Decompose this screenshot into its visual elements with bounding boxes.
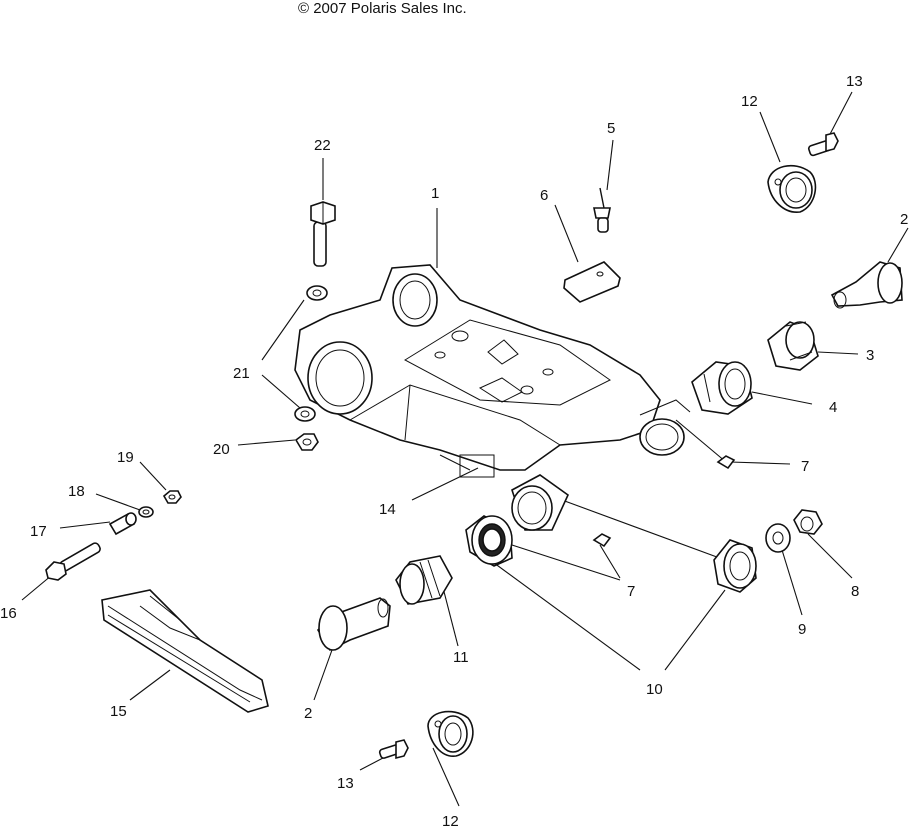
callout-14: 14 (379, 501, 396, 518)
part-13-bolt-bottom (378, 739, 409, 760)
callout-5: 5 (607, 120, 615, 137)
callout-12-bottom: 12 (442, 813, 459, 827)
part-14-pivot-tube (511, 474, 570, 531)
part-3-bushing (767, 321, 819, 371)
leader-lines (21, 91, 909, 807)
callout-7-top: 7 (801, 458, 809, 475)
callout-20: 20 (213, 441, 230, 458)
part-12-flange-bottom (427, 710, 474, 757)
part-17-spacer (108, 512, 137, 536)
callout-9: 9 (798, 621, 806, 638)
callout-13-bottom: 13 (337, 775, 354, 792)
part-2-shaft-top (830, 261, 903, 309)
part-2-shaft-bottom (316, 597, 391, 652)
callout-15: 15 (110, 703, 127, 720)
callout-11: 11 (453, 649, 469, 666)
callout-13-top: 13 (846, 73, 863, 90)
part-7-clip-bottom (592, 533, 612, 548)
part-20-nut (294, 433, 319, 451)
callout-17: 17 (30, 523, 47, 540)
part-18-washer (138, 506, 154, 518)
callout-4: 4 (829, 399, 837, 416)
part-15-skid (101, 589, 269, 713)
callout-6: 6 (540, 187, 548, 204)
callout-7-bottom: 7 (627, 583, 635, 600)
callout-18: 18 (68, 483, 85, 500)
callout-21: 21 (233, 365, 250, 382)
callout-1: 1 (431, 185, 439, 202)
part-7-clip-top (716, 455, 736, 470)
part-6-plate (563, 261, 621, 303)
part-10-bearing-left (465, 515, 513, 567)
callout-19: 19 (117, 449, 134, 466)
part-5-rivet (593, 187, 611, 233)
callout-16: 16 (0, 605, 17, 622)
part-8-nut (793, 509, 823, 535)
callout-2-bottom: 2 (304, 705, 312, 722)
part-10-bearing-right (713, 539, 757, 593)
callout-labels: 1 2 2 3 4 5 6 7 7 8 9 10 11 12 12 13 13 … (0, 73, 908, 830)
part-4-sleeve (691, 361, 753, 415)
part-1-main-frame (294, 264, 691, 478)
callout-12-top: 12 (741, 93, 758, 110)
callout-22: 22 (314, 137, 331, 154)
part-13-bolt-top (807, 132, 839, 157)
part-22-bolt (310, 201, 336, 267)
callout-3: 3 (866, 347, 874, 364)
part-19-nut (162, 490, 182, 504)
part-21-washers (294, 285, 328, 422)
part-11-bushing (395, 555, 453, 605)
callout-8: 8 (851, 583, 859, 600)
part-16-bolt (45, 542, 101, 581)
part-9-washer (765, 523, 791, 553)
callout-2-top: 2 (900, 211, 908, 228)
part-12-flange-top (767, 164, 817, 213)
callout-10: 10 (646, 681, 663, 698)
copyright-notice: © 2007 Polaris Sales Inc. (298, 0, 467, 17)
